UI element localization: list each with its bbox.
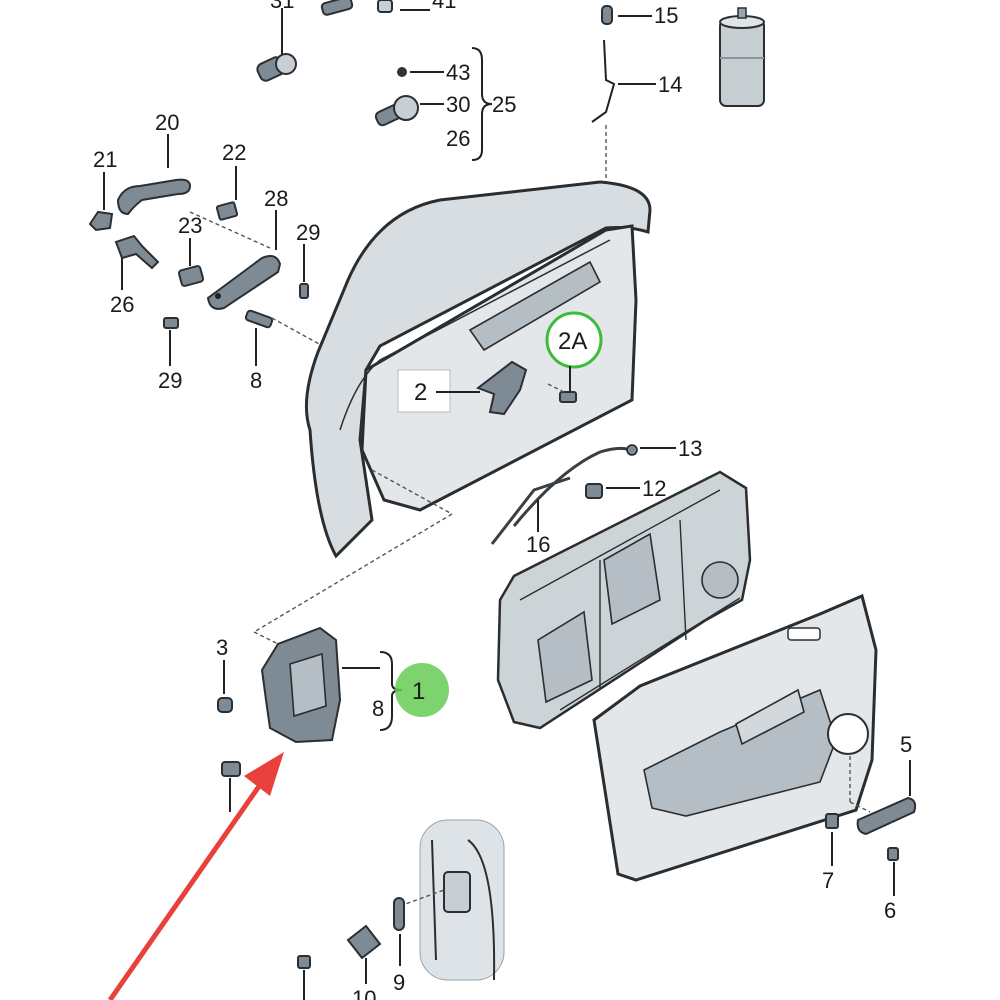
rod-part-14 [591,39,656,215]
bolt-part-lower [221,761,241,812]
seal-part-23 [177,238,205,287]
callout-8-lower: 8 [372,696,384,721]
callout-25: 25 [492,92,516,117]
callout-31: 31 [270,0,294,13]
screw-part-6 [887,847,899,896]
callout-9: 9 [393,970,405,995]
callout-21: 21 [93,147,117,172]
striker-part-9 [393,897,405,966]
cable-part-16 [490,476,571,545]
clip-part-12 [585,483,640,499]
lock-part-26 [114,234,160,290]
callout-2A: 2A [558,328,587,355]
callout-10: 10 [352,986,376,1000]
callout-30: 30 [446,92,470,117]
callout-15: 15 [654,3,678,28]
clip-part-7 [825,813,839,866]
door-trim-panel [592,593,878,882]
callout-41: 41 [432,0,456,13]
callout-13: 13 [678,436,702,461]
callout-29-lower: 29 [158,368,182,393]
callout-29-upper: 29 [296,220,320,245]
seal-part-22 [189,166,271,249]
callout-8-upper: 8 [250,368,262,393]
handle-carrier-part-28 [206,210,282,310]
callout-22: 22 [222,140,246,165]
door-edge-detail [399,819,505,981]
callout-6: 6 [884,898,896,923]
callout-5: 5 [900,732,912,757]
callout-1: 1 [412,678,425,705]
callout-26-lower: 26 [110,292,134,317]
lock-cylinder-part-30 [374,47,493,161]
callout-2: 2 [414,379,427,406]
callout-12: 12 [642,476,666,501]
callout-28: 28 [264,186,288,211]
callout-26-top: 26 [446,126,470,151]
grease-can-part [719,7,765,107]
callout-7: 7 [822,868,834,893]
inner-handle-part-2 [397,360,528,416]
door-lock-part-1 [260,626,403,744]
pointer-arrow [107,752,284,1000]
bracket-part-10 [297,924,382,1000]
callout-16: 16 [526,532,550,557]
callout-43: 43 [446,60,470,85]
outer-handle-part-20 [116,134,192,216]
cable-part-13 [512,444,676,527]
pin-part-15 [601,5,652,25]
callout-3: 3 [216,635,228,660]
screw-part-29-lower [163,317,179,366]
bolt-part-31 [256,8,297,82]
screw-part-3 [217,660,233,713]
bolt-part-41 [320,0,430,16]
highlight-ring-2A [545,311,603,403]
callout-14: 14 [658,72,682,97]
cap-part-21 [88,172,114,232]
highlight-dot-1 [395,663,449,717]
switch-part-5 [856,760,917,836]
pin-part-8-upper [244,309,331,366]
door-module-carrier [496,470,752,730]
door-shell [253,180,652,649]
callout-20: 20 [155,110,179,135]
callout-23: 23 [178,213,202,238]
screw-part-29-upper [299,244,309,299]
